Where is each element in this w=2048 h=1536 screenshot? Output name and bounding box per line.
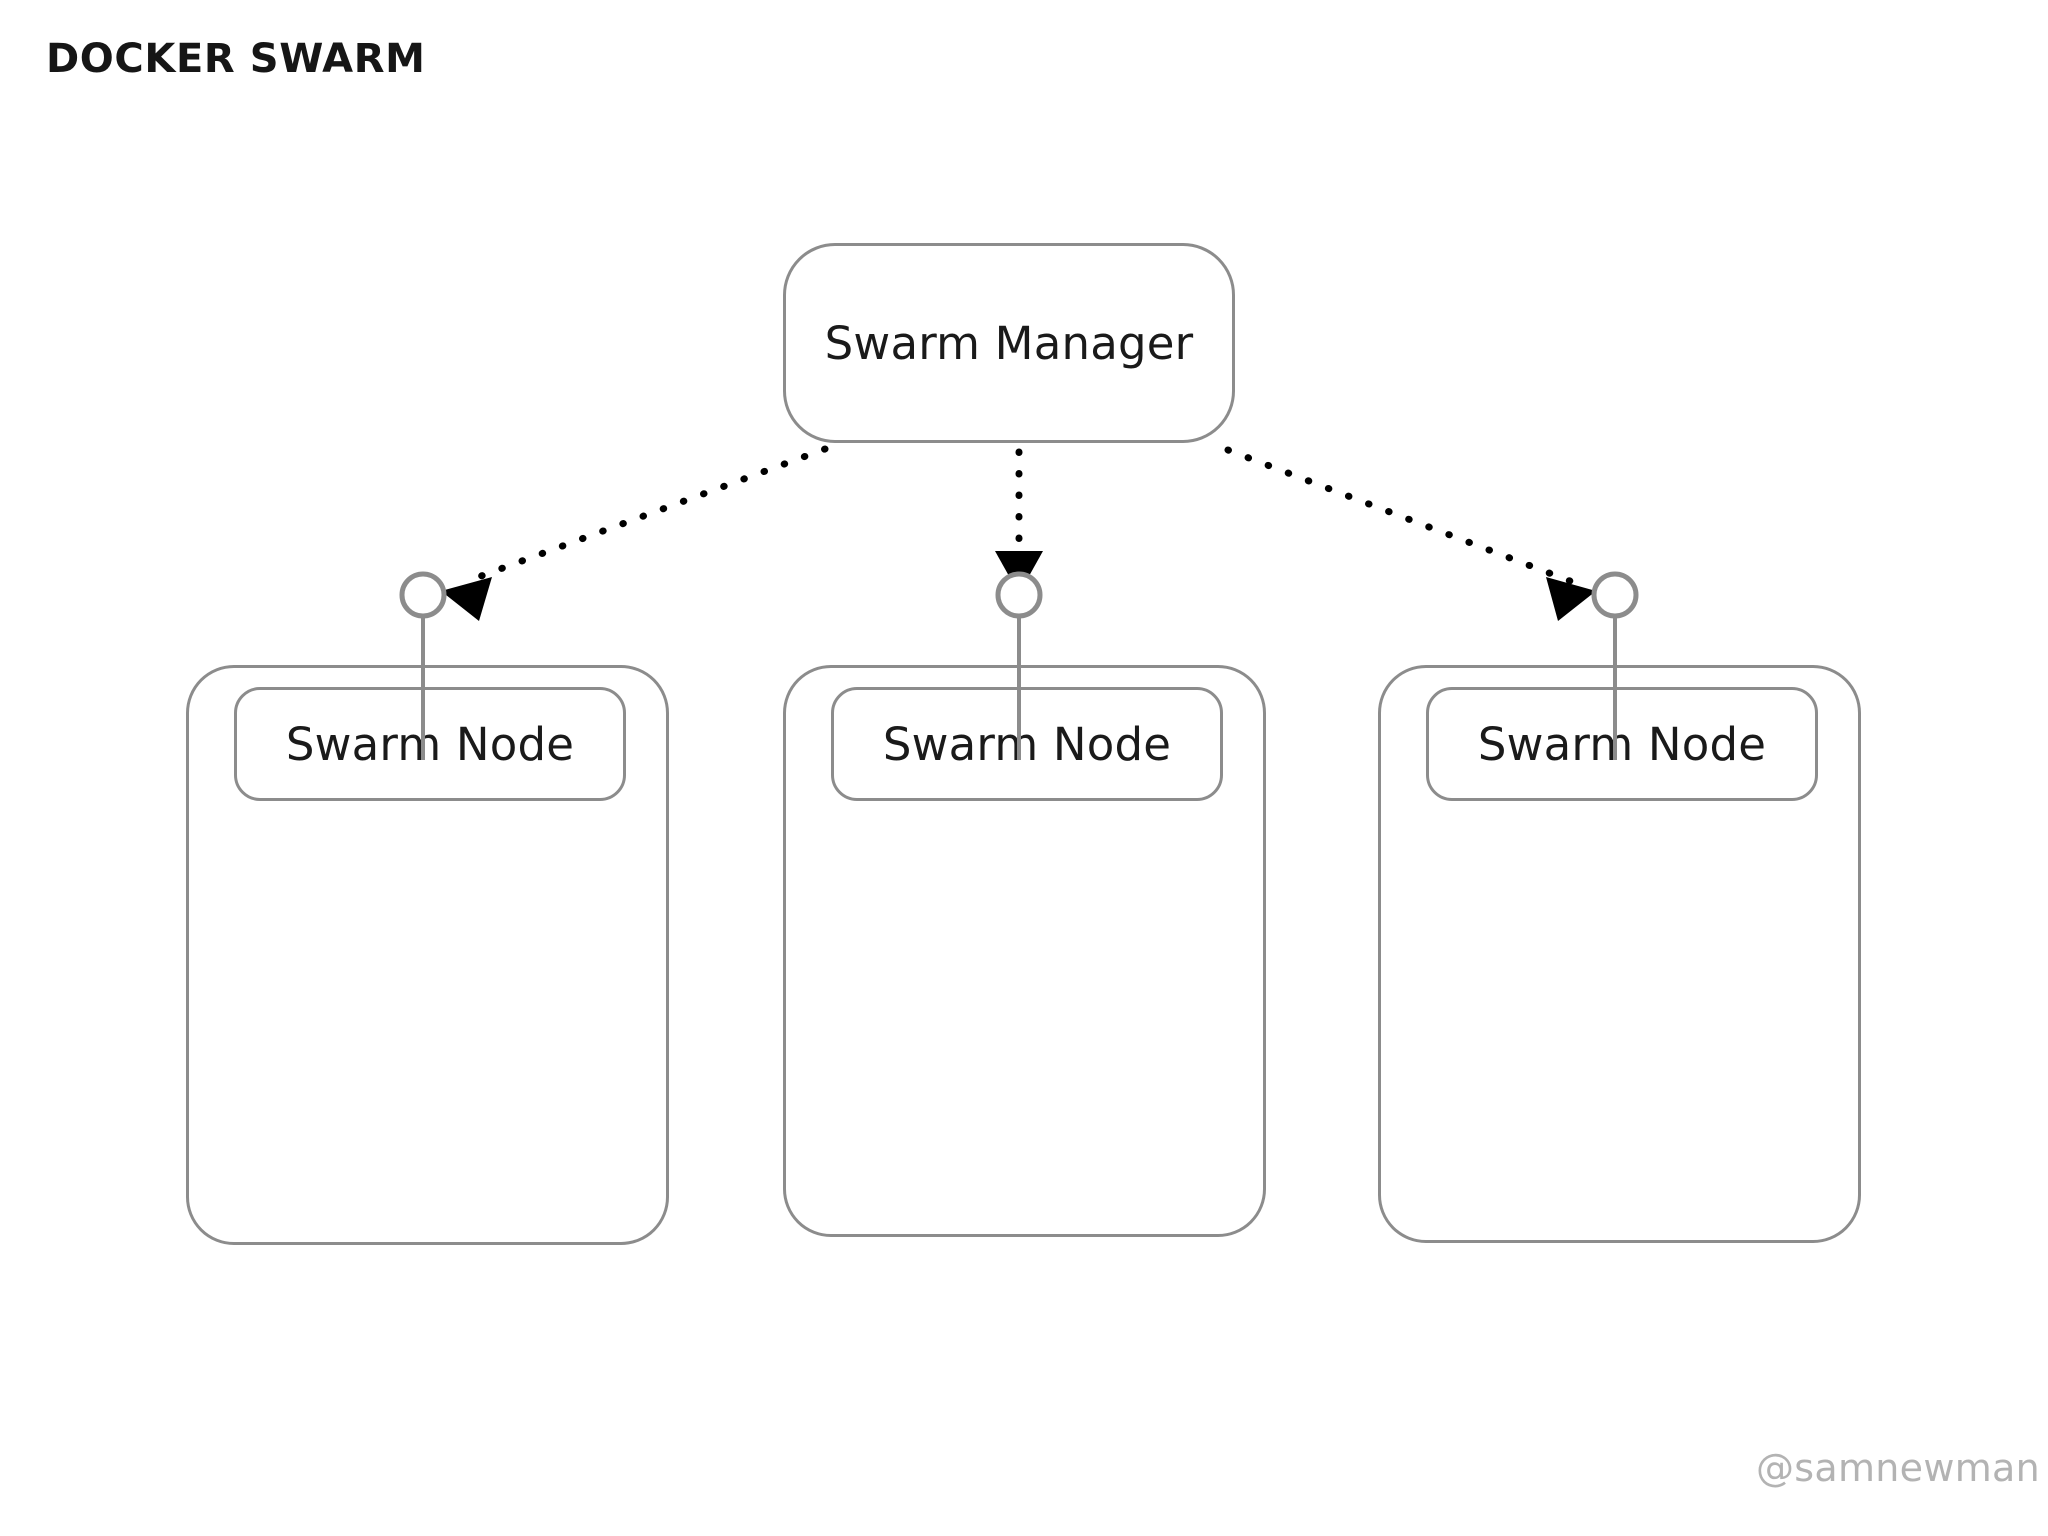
connector-manager-to-node-3 <box>1224 446 1574 585</box>
node-port-circle-1[interactable] <box>399 571 447 619</box>
node-port-circle-3[interactable] <box>1591 571 1639 619</box>
connector-manager-to-node-1 <box>461 445 829 586</box>
swarm-manager-box[interactable]: Swarm Manager <box>783 243 1235 443</box>
swarm-node-label-box-3[interactable]: Swarm Node <box>1426 687 1818 801</box>
swarm-node-label-3: Swarm Node <box>1477 717 1767 771</box>
arrowhead-icon-1 <box>441 577 492 621</box>
swarm-node-label-1: Swarm Node <box>285 717 575 771</box>
dotted-connectors <box>461 445 1574 586</box>
page-title: DOCKER SWARM <box>46 36 426 82</box>
lollipop-circles <box>399 571 1639 619</box>
swarm-node-label-box-1[interactable]: Swarm Node <box>234 687 626 801</box>
swarm-node-label-box-2[interactable]: Swarm Node <box>831 687 1223 801</box>
arrowhead-icon-2 <box>995 551 1043 594</box>
connector-arrowheads <box>441 551 1596 621</box>
swarm-node-label-2: Swarm Node <box>882 717 1172 771</box>
swarm-manager-label: Swarm Manager <box>824 316 1194 370</box>
author-watermark: @samnewman <box>1756 1446 2041 1490</box>
node-port-circle-2[interactable] <box>995 571 1043 619</box>
arrowhead-icon-3 <box>1546 577 1596 621</box>
